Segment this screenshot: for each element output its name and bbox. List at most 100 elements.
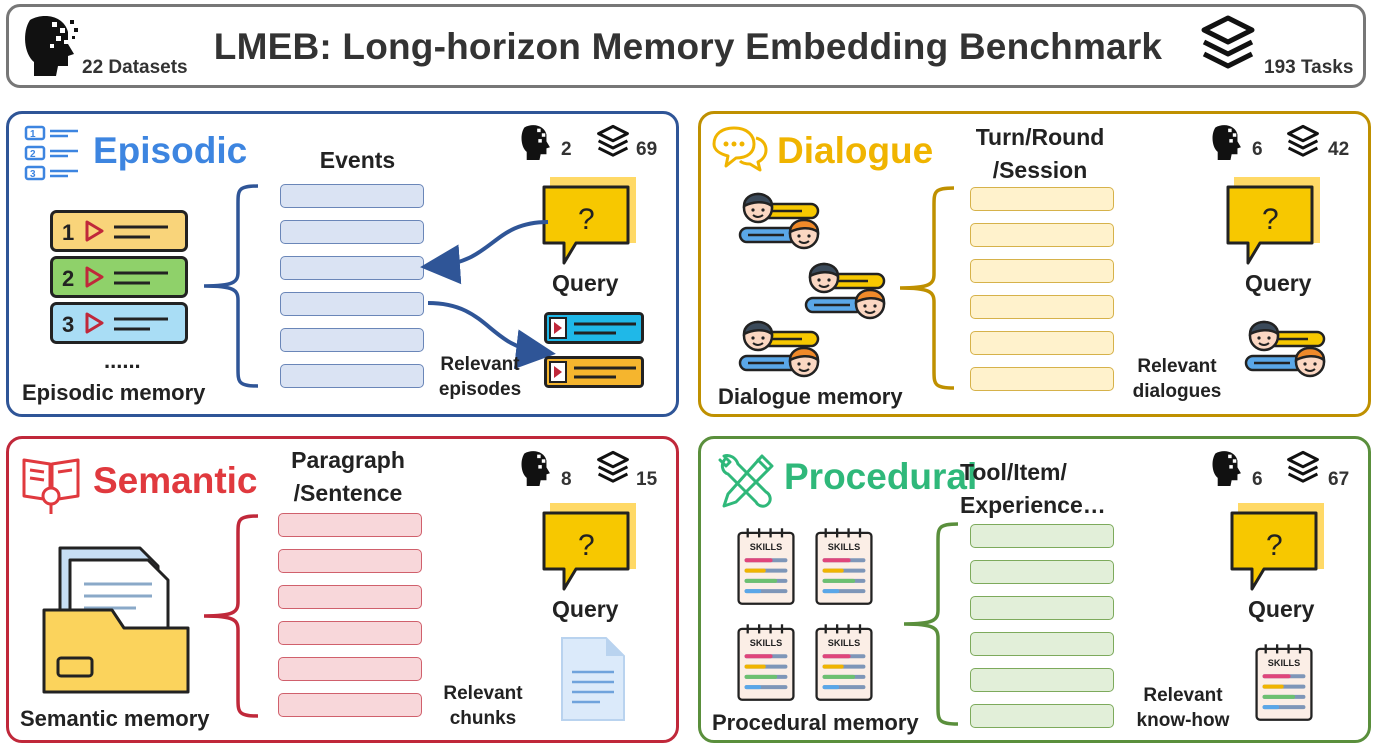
dialogue-pair-icon bbox=[804, 262, 886, 320]
column-label: Turn/Round /Session bbox=[975, 124, 1105, 183]
dataset-count: 2 bbox=[561, 139, 572, 160]
episode-card: 2 bbox=[50, 256, 188, 298]
skills-sheet-icon: SKILLS bbox=[815, 528, 873, 605]
svg-text:?: ? bbox=[1266, 529, 1283, 562]
dialogue-pair-icon bbox=[738, 320, 820, 378]
memory-slot bbox=[970, 259, 1114, 283]
document-icon bbox=[561, 637, 625, 721]
dialogue-pair-icon bbox=[1244, 320, 1326, 378]
dataset-count: 6 bbox=[1252, 139, 1263, 160]
query-label: Query bbox=[1245, 270, 1312, 296]
curly-brace bbox=[903, 522, 959, 726]
memory-slot bbox=[970, 632, 1114, 656]
relevant-episode bbox=[544, 312, 644, 344]
query-label: Query bbox=[552, 270, 619, 296]
memory-slot bbox=[970, 295, 1114, 319]
episode-number: 2 bbox=[62, 266, 74, 291]
memory-label: Semantic memory bbox=[20, 706, 210, 731]
question-bubble-icon: ? bbox=[542, 503, 636, 591]
memory-slot bbox=[970, 223, 1114, 247]
dialogue-title: Dialogue bbox=[777, 130, 934, 171]
task-count: 15 bbox=[636, 469, 658, 490]
memory-slot bbox=[278, 549, 422, 573]
memory-slot bbox=[970, 187, 1114, 211]
episodic-title: Episodic bbox=[93, 130, 248, 171]
memory-slot bbox=[278, 693, 422, 717]
memory-slot bbox=[970, 668, 1114, 692]
svg-text:?: ? bbox=[578, 529, 595, 562]
relevant-label: Relevant dialogues bbox=[1132, 356, 1222, 402]
list-number: 3 bbox=[30, 169, 36, 180]
memory-slot bbox=[970, 596, 1114, 620]
episode-number: 3 bbox=[62, 312, 74, 337]
memory-slot bbox=[278, 657, 422, 681]
question-bubble-icon: ? bbox=[542, 177, 636, 265]
pixel-head-icon bbox=[1212, 125, 1241, 160]
layers-icon bbox=[597, 124, 629, 157]
header-banner bbox=[6, 4, 1366, 88]
layers-icon bbox=[1201, 15, 1255, 69]
memory-slot bbox=[278, 585, 422, 609]
ellipsis: ...... bbox=[104, 348, 141, 373]
memory-slot bbox=[970, 560, 1114, 584]
memory-label: Dialogue memory bbox=[718, 384, 903, 409]
folder-icon bbox=[42, 546, 190, 694]
procedural-title: Procedural bbox=[784, 456, 978, 497]
layers-icon bbox=[1287, 124, 1319, 157]
memory-slot bbox=[280, 328, 424, 352]
memory-slot bbox=[280, 364, 424, 388]
memory-slot bbox=[970, 367, 1114, 391]
svg-text:?: ? bbox=[578, 203, 595, 236]
query-label: Query bbox=[552, 596, 619, 622]
pixel-head-icon bbox=[521, 451, 550, 486]
list-number: 1 bbox=[30, 129, 36, 140]
curly-brace bbox=[899, 186, 955, 390]
memory-label: Episodic memory bbox=[22, 380, 206, 405]
relevant-label: Relevant episodes bbox=[438, 354, 522, 400]
semantic-title: Semantic bbox=[93, 460, 258, 501]
memory-slot bbox=[280, 184, 424, 208]
layers-icon bbox=[597, 450, 629, 483]
task-count: 67 bbox=[1328, 469, 1350, 490]
chat-bubbles-icon bbox=[712, 126, 768, 172]
memory-slot bbox=[970, 524, 1114, 548]
memory-slot bbox=[280, 292, 424, 316]
question-bubble-icon: ? bbox=[1226, 177, 1320, 265]
curly-brace bbox=[203, 514, 259, 718]
relevant-label: Relevant know-how bbox=[1136, 685, 1230, 731]
task-count: 42 bbox=[1328, 139, 1350, 160]
book-magnifier-icon bbox=[22, 458, 80, 514]
pixel-head-icon bbox=[25, 16, 78, 76]
memory-slot bbox=[970, 331, 1114, 355]
skills-sheet-icon: SKILLS bbox=[737, 624, 795, 701]
memory-slot bbox=[278, 621, 422, 645]
pixel-head-icon bbox=[521, 125, 550, 160]
svg-text:SKILLS: SKILLS bbox=[828, 542, 860, 552]
episode-number: 1 bbox=[62, 220, 74, 245]
dataset-count: 6 bbox=[1252, 469, 1263, 490]
relevant-label: Relevant chunks bbox=[443, 683, 523, 729]
svg-text:?: ? bbox=[1262, 203, 1279, 236]
question-bubble-icon: ? bbox=[1230, 503, 1324, 591]
episode-card: 3 bbox=[50, 302, 188, 344]
skills-sheet-icon: SKILLS bbox=[815, 624, 873, 701]
column-label: Paragraph /Sentence bbox=[291, 447, 405, 506]
pixel-head-icon bbox=[1212, 451, 1241, 486]
memory-label: Procedural memory bbox=[712, 710, 919, 735]
memory-slot bbox=[280, 256, 424, 280]
memory-slot bbox=[280, 220, 424, 244]
relevant-episode bbox=[544, 356, 644, 388]
memory-slot bbox=[970, 704, 1114, 728]
task-count: 69 bbox=[636, 139, 658, 160]
dialogue-pair-icon bbox=[738, 192, 820, 250]
timeline-list-icon: 1 2 3 bbox=[24, 125, 78, 181]
svg-text:SKILLS: SKILLS bbox=[750, 638, 782, 648]
curly-brace bbox=[203, 184, 259, 388]
episode-card: 1 bbox=[50, 210, 188, 252]
memory-slot bbox=[278, 513, 422, 537]
datasets-count: 22 Datasets bbox=[82, 57, 188, 78]
skills-sheet-icon: SKILLS bbox=[1255, 644, 1313, 721]
column-label: Tool/Item/ Experience… bbox=[960, 459, 1106, 518]
query-label: Query bbox=[1248, 596, 1315, 622]
list-number: 2 bbox=[30, 149, 36, 160]
